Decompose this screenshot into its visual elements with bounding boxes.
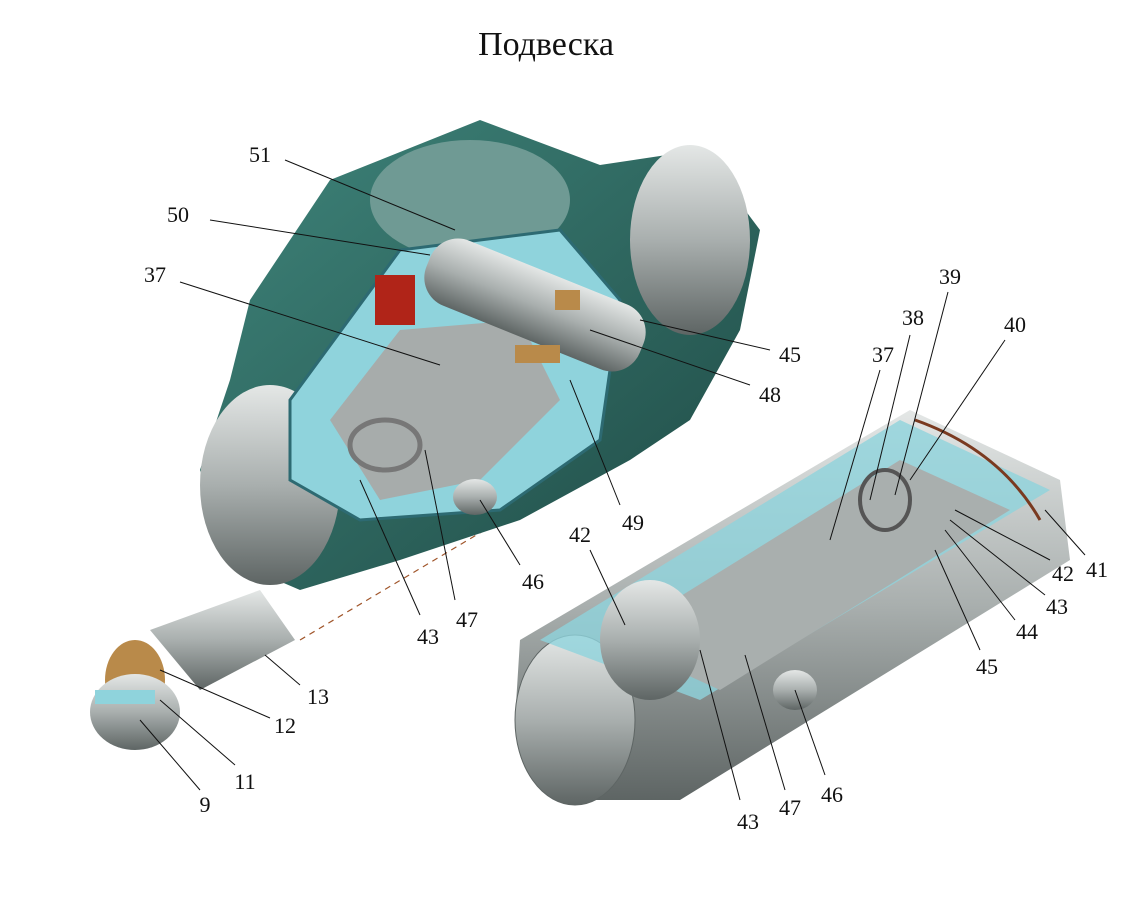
leader-line-11	[159, 699, 236, 766]
leader-line-42	[954, 509, 1051, 561]
callout-37: 37	[872, 342, 894, 367]
callout-12: 12	[274, 713, 296, 738]
leader-line-44	[944, 529, 1016, 621]
leader-line-13	[264, 654, 301, 686]
lever-shock-absorber	[200, 120, 760, 590]
leader-line-12	[159, 669, 271, 719]
callout-43: 43	[737, 809, 759, 834]
leader-line-37	[179, 281, 441, 366]
callout-42: 42	[569, 522, 591, 547]
diagram-title: Подвеска	[478, 26, 614, 63]
callout-43: 43	[1046, 594, 1068, 619]
telescopic-shock-absorber	[514, 410, 1070, 806]
callout-43: 43	[417, 624, 439, 649]
callout-49: 49	[622, 510, 644, 535]
leader-line-47	[424, 449, 456, 601]
callout-44: 44	[1016, 619, 1038, 644]
callout-41: 41	[1086, 557, 1108, 582]
leader-line-45	[934, 549, 981, 651]
leader-line-9	[139, 719, 201, 791]
leader-line-39	[894, 291, 949, 496]
leader-lines	[139, 159, 1086, 801]
callout-45: 45	[976, 654, 998, 679]
callout-40: 40	[1004, 312, 1026, 337]
callout-48: 48	[759, 382, 781, 407]
leader-line-49	[569, 379, 621, 506]
leader-line-43	[359, 479, 421, 616]
lever-shaft-parts	[90, 590, 295, 750]
callout-42: 42	[1052, 561, 1074, 586]
callout-47: 47	[456, 607, 478, 632]
leader-line-43	[699, 649, 741, 801]
leader-line-45	[639, 319, 771, 351]
callout-9: 9	[199, 792, 211, 817]
callout-46: 46	[522, 569, 544, 594]
callout-13: 13	[307, 684, 329, 709]
callout-38: 38	[902, 305, 924, 330]
callout-37: 37	[144, 262, 166, 287]
callout-47: 47	[779, 795, 801, 820]
callout-50: 50	[167, 202, 189, 227]
leader-line-50	[209, 219, 431, 256]
leader-line-37	[829, 369, 881, 541]
callout-51: 51	[249, 142, 271, 167]
callout-11: 11	[234, 769, 256, 794]
callout-39: 39	[939, 264, 961, 289]
leader-line-46	[794, 689, 826, 776]
callout-46: 46	[821, 782, 843, 807]
leader-line-40	[909, 339, 1006, 481]
leader-line-47	[744, 654, 786, 791]
leader-line-51	[284, 159, 456, 231]
callout-45: 45	[779, 342, 801, 367]
leader-line-48	[589, 329, 751, 386]
leader-line-46	[479, 499, 521, 566]
leader-line-43	[949, 519, 1046, 596]
leader-line-38	[869, 334, 911, 501]
leader-line-42	[589, 549, 626, 626]
leader-line-41	[1044, 509, 1086, 556]
